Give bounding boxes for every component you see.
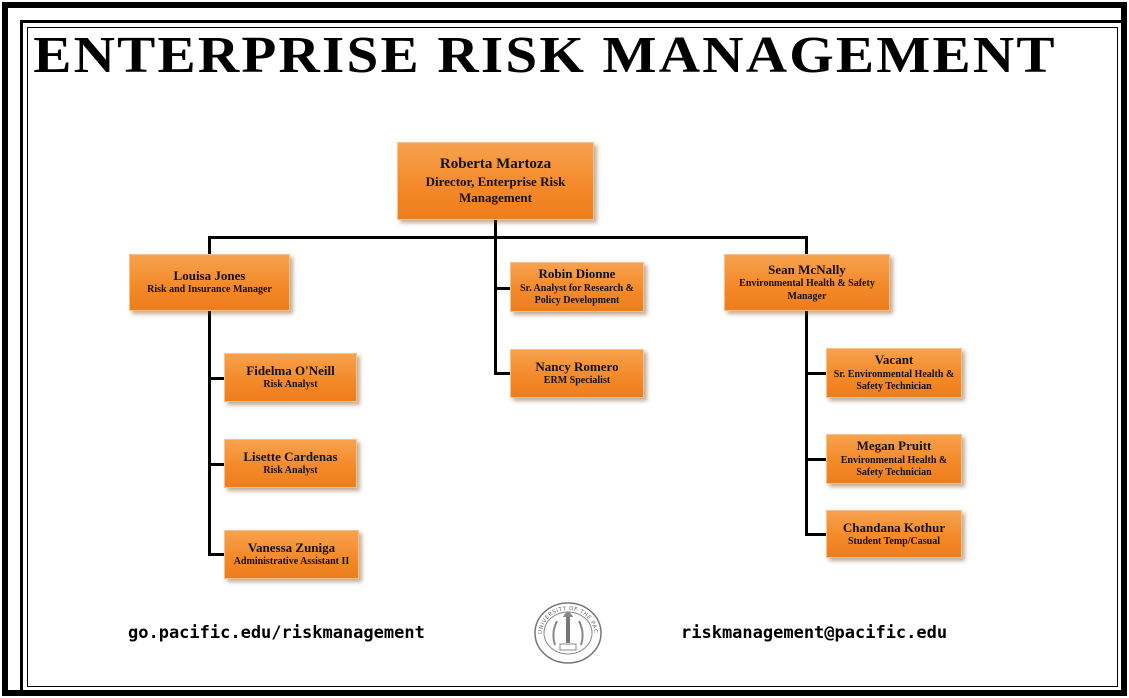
connector-center-stub-2: [494, 372, 512, 375]
university-seal-logo: UNIVERSITY OF THE PACIFIC: [531, 597, 603, 665]
inner-frame: [20, 20, 1125, 694]
connector-left-down: [208, 236, 211, 254]
connector-left-stub-3: [208, 553, 226, 556]
right-head-role: Environmental Health & Safety Manager: [739, 278, 875, 302]
left-report-box-3: Vanessa Zuniga Administrative Assistant …: [224, 530, 359, 579]
right-report-name: Vacant: [874, 352, 914, 368]
left-report-role: Risk Analyst: [263, 465, 318, 477]
connector-right-down: [805, 236, 808, 254]
right-report-role: Student Temp/Casual: [848, 535, 940, 547]
connector-center-stub-1: [494, 287, 512, 290]
left-report-role: Risk Analyst: [263, 379, 318, 391]
left-report-name: Lisette Cardenas: [243, 449, 338, 465]
left-report-role: Administrative Assistant II: [233, 556, 350, 568]
connector-right-stub-1: [805, 372, 827, 375]
connector-director-down: [494, 220, 497, 238]
left-report-box-1: Fidelma O'Neill Risk Analyst: [224, 353, 357, 402]
right-report-box-3: Chandana Kothur Student Temp/Casual: [826, 510, 962, 558]
connector-right-stub-2: [805, 458, 827, 461]
thin-frame: [27, 27, 1118, 687]
right-report-box-2: Megan Pruitt Environmental Health & Safe…: [826, 434, 962, 484]
center-report-name: Robin Dionne: [538, 266, 616, 282]
left-head-box: Louisa Jones Risk and Insurance Manager: [129, 254, 290, 311]
center-report-name: Nancy Romero: [535, 359, 619, 375]
left-head-role: Risk and Insurance Manager: [147, 284, 272, 296]
right-report-role: Environmental Health & Safety Technician: [840, 454, 948, 479]
page-title: ENTERPRISE RISK MANAGEMENT: [33, 27, 1057, 84]
center-report-box-2: Nancy Romero ERM Specialist: [510, 349, 644, 398]
connector-right-trunk: [805, 311, 808, 536]
center-report-role: Sr. Analyst for Research & Policy Develo…: [520, 282, 634, 307]
connector-center-trunk: [494, 236, 497, 375]
connector-right-stub-3: [805, 533, 827, 536]
left-report-box-2: Lisette Cardenas Risk Analyst: [224, 439, 357, 488]
right-head-name: Sean McNally: [768, 261, 846, 277]
left-report-name: Fidelma O'Neill: [246, 363, 335, 379]
left-report-name: Vanessa Zuniga: [247, 540, 336, 556]
right-head-box: Sean McNally Environmental Health & Safe…: [724, 254, 890, 311]
connector-left-stub-2: [208, 463, 226, 466]
director-name: Roberta Martoza: [439, 156, 552, 173]
right-report-role: Sr. Environmental Health & Safety Techni…: [833, 368, 955, 393]
connector-horizontal-main: [208, 236, 808, 239]
email-link[interactable]: riskmanagement@pacific.edu: [681, 623, 948, 643]
website-link[interactable]: go.pacific.edu/riskmanagement: [128, 623, 425, 643]
right-report-name: Megan Pruitt: [856, 438, 932, 454]
right-report-name: Chandana Kothur: [842, 519, 946, 535]
right-report-box-1: Vacant Sr. Environmental Health & Safety…: [826, 348, 962, 398]
left-head-name: Louisa Jones: [173, 268, 246, 284]
connector-left-trunk: [208, 311, 211, 556]
connector-left-stub-1: [208, 377, 226, 380]
director-box: Roberta Martoza Director, Enterprise Ris…: [397, 142, 594, 220]
center-report-box-1: Robin Dionne Sr. Analyst for Research & …: [510, 262, 644, 312]
director-role: Director, Enterprise Risk Management: [425, 174, 566, 206]
center-report-role: ERM Specialist: [543, 375, 611, 387]
